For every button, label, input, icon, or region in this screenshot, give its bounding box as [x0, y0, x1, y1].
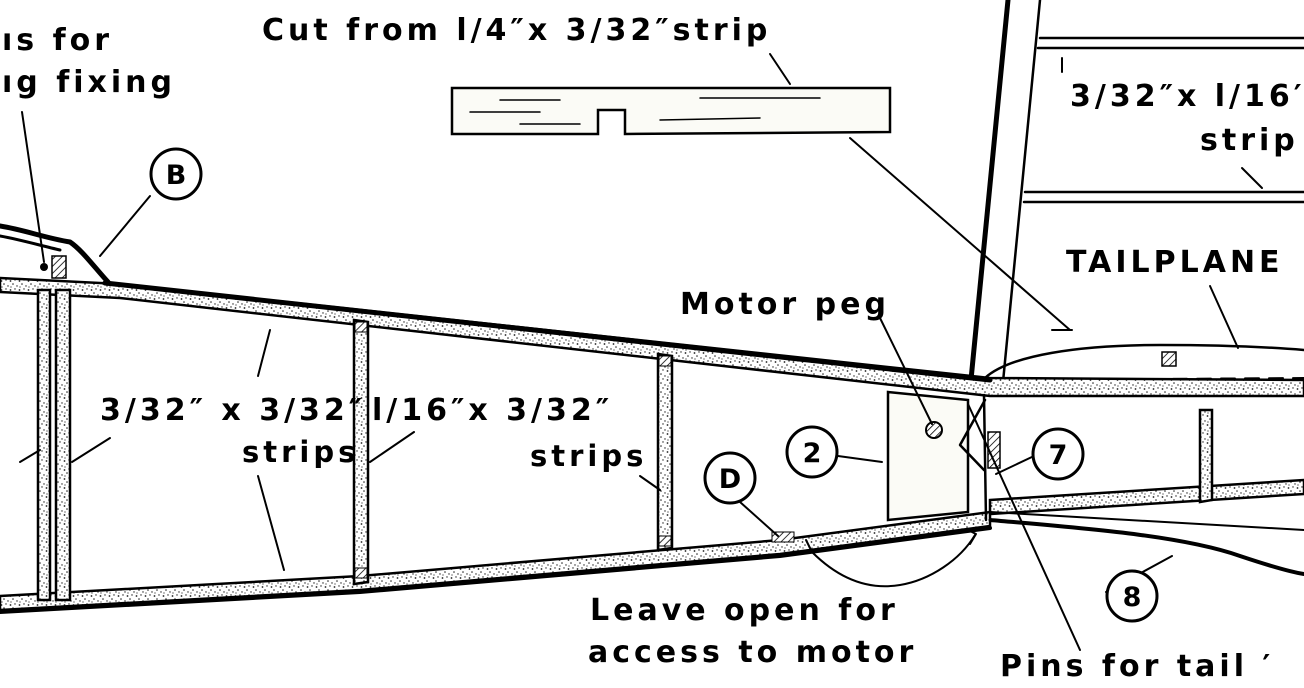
svg-text:D: D [719, 464, 741, 495]
label-motor-peg: Motor peg [680, 287, 890, 322]
tail-assembly [967, 0, 1304, 576]
label-strips-332x332-b: strips [242, 435, 359, 469]
callout-d: D [703, 451, 757, 505]
uprights [36, 288, 795, 602]
label-strips-116x332-a: l/16″x 3/32″ [372, 393, 613, 428]
svg-text:7: 7 [1049, 440, 1068, 471]
top-longeron [0, 276, 1304, 398]
callout-b: B [149, 147, 203, 201]
label-cut-from: Cut from l/4″x 3/32″strip [262, 13, 771, 48]
label-leave-open-2: access to motor [588, 635, 917, 670]
labels: ıs for ıg fixing Cut from l/4″x 3/32″str… [2, 13, 1304, 684]
svg-text:8: 8 [1123, 582, 1142, 613]
callout-2: 2 [785, 425, 839, 479]
former-2-block [886, 390, 1001, 522]
label-strip-right: strip [1200, 123, 1299, 158]
bottom-longeron [0, 510, 992, 614]
callout-7: 7 [1031, 427, 1085, 481]
label-strips-116x332-b: strips [530, 439, 647, 473]
label-pins-for-tail: Pins for tail ′ [1000, 649, 1274, 684]
cut-strip-part [450, 86, 892, 136]
callout-8: 8 [1105, 569, 1159, 623]
svg-text:B: B [166, 160, 187, 191]
wing-fixing-area [0, 223, 111, 285]
label-leave-open-1: Leave open for [590, 593, 899, 628]
svg-text:2: 2 [803, 438, 822, 469]
leader-lines [19, 53, 1263, 651]
label-strips-332x332-a: 3/32″ x 3/32″ [100, 393, 366, 428]
label-tailplane: TAILPLANE [1066, 245, 1284, 280]
label-wing-fixing-1: ıs for [2, 23, 113, 58]
label-wing-fixing-2: ıg fixing [2, 65, 176, 100]
label-strip-332x116: 3/32″x l/16′ [1070, 79, 1304, 114]
